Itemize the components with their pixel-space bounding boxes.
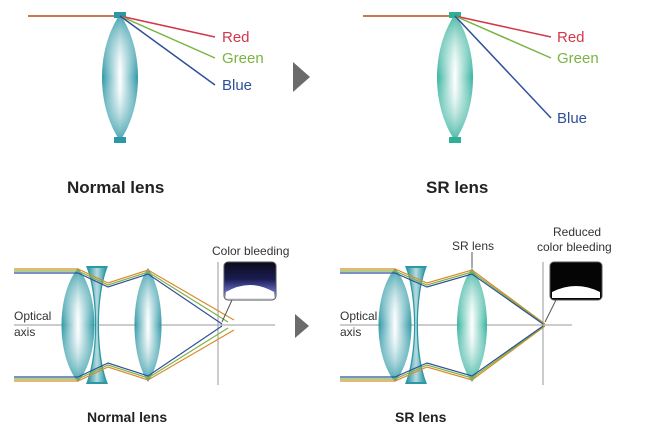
sr-lens-label: SR lens <box>452 239 494 253</box>
optical-axis-label-1: Optical <box>340 309 377 323</box>
green-ray <box>119 15 216 59</box>
top-left-caption: Normal lens <box>67 178 164 197</box>
lens-element-2 <box>405 266 427 384</box>
callout-leader <box>544 299 557 323</box>
green-ray <box>454 15 552 59</box>
top-left-panel: Red Green Blue Normal lens <box>28 12 264 197</box>
optical-axis-label-1: Optical <box>14 309 51 323</box>
callout-leader <box>221 299 233 323</box>
sr-lens <box>437 12 473 143</box>
bottom-right-caption: SR lens <box>395 409 447 425</box>
top-right-panel: Red Green Blue SR lens <box>363 12 599 197</box>
lens-element-1 <box>61 268 95 382</box>
red-ray <box>119 15 216 38</box>
blue-ray <box>119 15 216 86</box>
upper-ray-bundle <box>340 268 546 325</box>
comparison-arrow-top <box>293 62 310 92</box>
blue-label: Blue <box>222 77 252 94</box>
lens-element-2 <box>86 266 108 384</box>
lens-element-3 <box>134 268 162 382</box>
optical-axis-label-2: axis <box>14 325 35 339</box>
green-label: Green <box>557 50 599 67</box>
lower-ray-bundle <box>14 325 235 382</box>
bottom-right-panel: SR lens Reduced color bleeding Optical a… <box>340 225 612 425</box>
red-ray <box>454 15 552 38</box>
comparison-arrow-bottom <box>295 314 309 338</box>
lower-ray-bundle <box>340 325 546 382</box>
reduced-bleeding-label-1: Reduced <box>553 225 601 239</box>
red-label: Red <box>557 29 585 46</box>
blue-ray <box>454 15 552 119</box>
color-bleeding-label: Color bleeding <box>212 244 289 258</box>
optical-axis-label-2: axis <box>340 325 361 339</box>
sr-lens-element <box>457 268 487 382</box>
bottom-left-caption: Normal lens <box>87 409 167 425</box>
upper-ray-bundle <box>14 268 235 325</box>
blue-label: Blue <box>557 110 587 127</box>
normal-lens <box>102 12 138 143</box>
top-right-caption: SR lens <box>426 178 488 197</box>
reduced-bleeding-label-2: color bleeding <box>537 240 612 254</box>
lens-element-1 <box>378 268 412 382</box>
green-label: Green <box>222 50 264 67</box>
red-label: Red <box>222 29 250 46</box>
bottom-left-panel: Color bleeding Optical axis Normal lens <box>14 244 289 425</box>
